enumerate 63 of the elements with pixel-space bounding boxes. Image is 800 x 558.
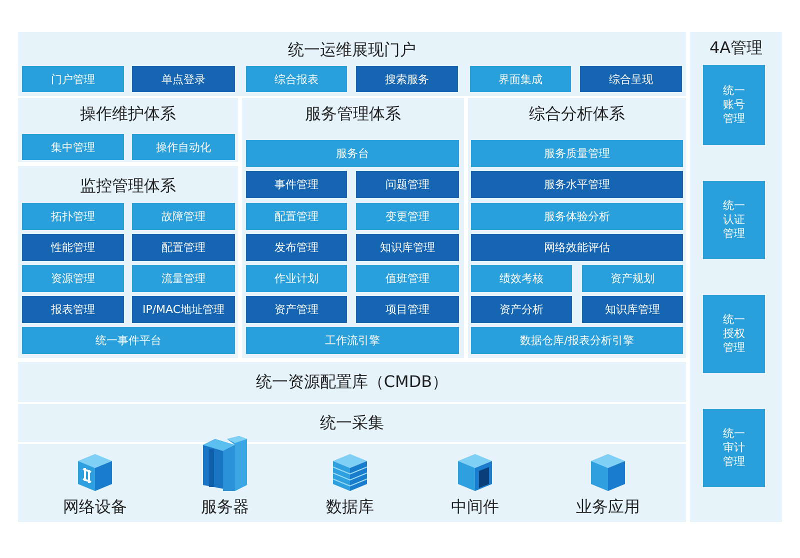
panel-heading: 操作维护体系: [79, 104, 177, 125]
module-tile: 配置管理: [132, 234, 235, 261]
module-tile: IP/MAC地址管理: [132, 296, 235, 323]
module-tile: 综合呈现: [580, 66, 682, 92]
module-tile: 知识库管理: [582, 296, 683, 323]
module-tile: 数据仓库/报表分析引擎: [471, 327, 683, 354]
module-tile: 作业计划: [246, 265, 347, 292]
module-tile: 变更管理: [356, 203, 459, 230]
module-tile: 服务质量管理: [471, 140, 683, 167]
module-tile: 发布管理: [246, 234, 347, 261]
module-tile: 报表管理: [22, 296, 124, 323]
layer-band: [18, 404, 686, 442]
module-tile: 值班管理: [356, 265, 459, 292]
module-tile: 统一授权管理: [703, 295, 765, 373]
module-tile: 服务体验分析: [471, 203, 683, 230]
layer-title: 统一采集: [320, 412, 384, 434]
layer-band: [18, 362, 686, 402]
module-tile: 集中管理: [22, 134, 124, 160]
module-tile: 统一认证管理: [703, 181, 765, 259]
module-tile: 服务台: [246, 140, 459, 167]
module-tile: 单点登录: [132, 66, 235, 92]
module-tile: 拓扑管理: [22, 203, 124, 230]
module-tile: 流量管理: [132, 265, 235, 292]
module-tile: 统一审计管理: [703, 409, 765, 487]
module-tile: 服务水平管理: [471, 171, 683, 198]
module-tile: 性能管理: [22, 234, 124, 261]
panel-heading: 4A管理: [708, 38, 764, 59]
panel-background: [18, 32, 686, 96]
module-tile: 界面集成: [470, 66, 571, 92]
panel-heading: 服务管理体系: [304, 104, 402, 125]
module-tile: 知识库管理: [356, 234, 459, 261]
resource-label: 服务器: [201, 497, 249, 518]
module-tile: 事件管理: [246, 171, 347, 198]
panel-heading: 统一运维展现门户: [287, 40, 417, 61]
module-tile: 项目管理: [356, 296, 459, 323]
module-tile: 统一账号管理: [703, 65, 765, 145]
module-tile: 统一事件平台: [22, 327, 235, 354]
panel-background: [18, 166, 238, 358]
panel-background: [242, 98, 464, 358]
module-tile: 门户管理: [22, 66, 124, 92]
module-tile: 搜索服务: [356, 66, 458, 92]
layer-title: 统一资源配置库（CMDB）: [256, 372, 448, 392]
panel-background: [468, 98, 686, 358]
module-tile: 资产规划: [582, 265, 683, 292]
resource-label: 数据库: [326, 497, 374, 518]
panel-heading: 综合分析体系: [528, 104, 626, 125]
panel-background: [690, 32, 782, 522]
module-tile: 配置管理: [246, 203, 347, 230]
module-tile: 操作自动化: [132, 134, 235, 160]
module-tile: 综合报表: [246, 66, 347, 92]
resource-label: 网络设备: [63, 497, 127, 518]
panel-background: [18, 98, 238, 162]
panel-heading: 监控管理体系: [79, 176, 177, 197]
module-tile: 资源管理: [22, 265, 124, 292]
module-tile: 资产分析: [471, 296, 572, 323]
resource-label: 业务应用: [576, 497, 640, 518]
module-tile: 工作流引擎: [246, 327, 459, 354]
module-tile: 故障管理: [132, 203, 235, 230]
module-tile: 绩效考核: [471, 265, 572, 292]
module-tile: 网络效能评估: [471, 234, 683, 261]
module-tile: 资产管理: [246, 296, 347, 323]
module-tile: 问题管理: [356, 171, 459, 198]
resource-label: 中间件: [451, 497, 499, 518]
